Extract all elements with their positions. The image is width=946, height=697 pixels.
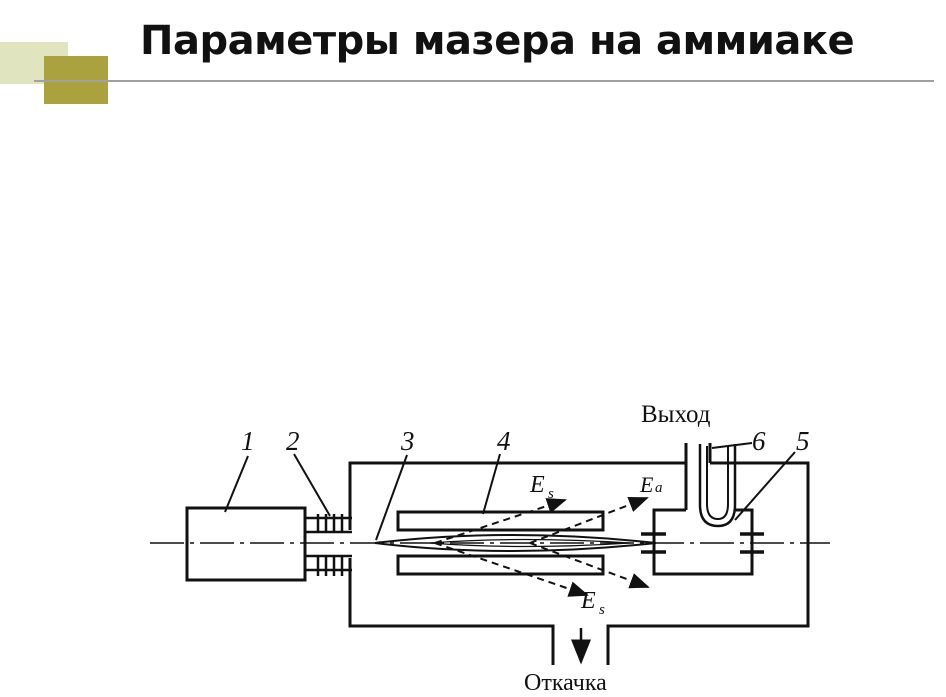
- leader-lines: [224, 442, 796, 541]
- ea-arrow: [529, 496, 649, 544]
- label-4: 4: [497, 426, 511, 456]
- electrode-top: [396, 510, 605, 532]
- title-underline: [34, 80, 934, 82]
- label-5: 5: [796, 426, 810, 456]
- label-ea-sub: a: [655, 480, 663, 496]
- nozzle-grid: [305, 514, 352, 576]
- es-lower-arrow: [434, 542, 589, 597]
- label-3: 3: [400, 426, 415, 456]
- label-1: 1: [241, 426, 255, 456]
- label-6: 6: [752, 426, 766, 456]
- label-2: 2: [286, 426, 300, 456]
- es-upper-arrow: [434, 498, 567, 544]
- coupling-loop: [698, 444, 737, 528]
- coupling-loop-inner: [706, 446, 729, 521]
- label-es-upper: E: [529, 472, 545, 498]
- label-es-lower: E: [580, 588, 596, 614]
- beam-source-box: [185, 506, 307, 582]
- vacuum-chamber: [348, 461, 810, 665]
- label-es-lower-sub: s: [599, 602, 605, 618]
- label-output: Выход: [641, 401, 711, 428]
- label-ea: E: [639, 472, 654, 497]
- label-pumping: Откачка: [524, 670, 607, 696]
- electrode-bottom: [396, 554, 605, 576]
- ea-lower-arrow: [529, 542, 650, 589]
- label-es-upper-sub: s: [548, 486, 554, 502]
- page-title: Параметры мазера на аммиаке: [140, 18, 855, 64]
- resonator-apertures: [641, 532, 764, 554]
- resonator-cavity: [652, 508, 754, 576]
